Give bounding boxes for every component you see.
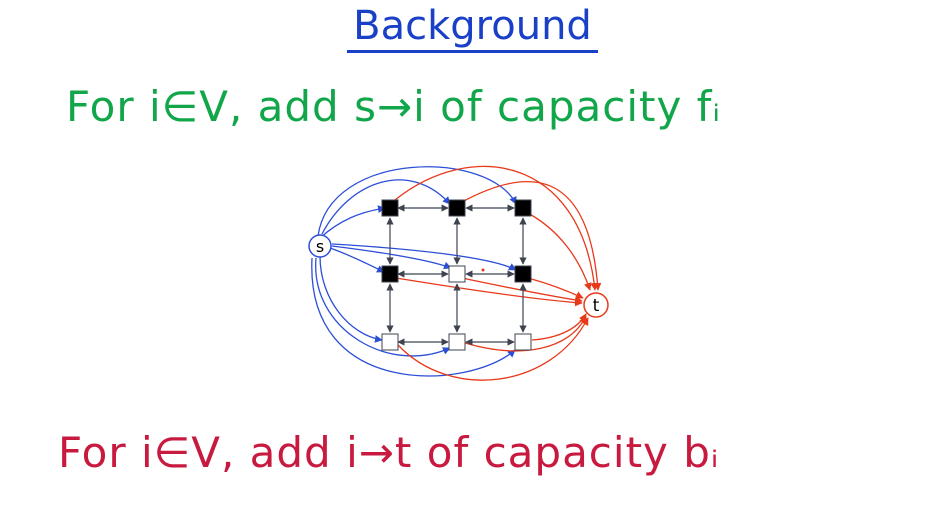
edge-node-2-to-t bbox=[461, 180, 602, 291]
edge-s-to-node-7 bbox=[319, 255, 383, 343]
node-6 bbox=[514, 265, 532, 283]
edge-s-to-node-4 bbox=[329, 247, 385, 273]
sink-node bbox=[583, 292, 609, 318]
sink-edges bbox=[394, 165, 602, 381]
edge-s-to-node-8 bbox=[315, 257, 451, 357]
edge-s-to-node-2 bbox=[321, 179, 451, 235]
source-edges bbox=[311, 166, 517, 377]
page-title: Background bbox=[0, 2, 945, 53]
source-edge-rule: For i∈V, add s→i of capacity fᵢ bbox=[66, 82, 721, 131]
node-9 bbox=[514, 333, 532, 351]
node-1 bbox=[381, 199, 399, 217]
node-2 bbox=[448, 199, 466, 217]
edge-node-3-to-t bbox=[525, 211, 592, 291]
source-label: s bbox=[316, 237, 324, 256]
edge-s-to-node-9 bbox=[311, 257, 516, 377]
sink-label: t bbox=[593, 296, 600, 316]
edge-node-4-to-t bbox=[395, 277, 583, 307]
node-3 bbox=[514, 199, 532, 217]
sink-edge-rule: For i∈V, add i→t of capacity bᵢ bbox=[58, 428, 720, 477]
edge-node-7-to-t bbox=[397, 317, 589, 381]
grid-edges bbox=[386, 204, 527, 346]
edge-node-8-to-t bbox=[461, 315, 587, 352]
edge-node-9-to-t bbox=[531, 313, 587, 341]
node-8 bbox=[448, 333, 466, 351]
edge-s-to-node-1 bbox=[319, 205, 386, 239]
node-7 bbox=[381, 333, 399, 351]
edge-node-1-to-t bbox=[394, 165, 599, 291]
page-title-text: Background bbox=[347, 2, 598, 53]
stray-dot bbox=[481, 268, 485, 272]
source-node bbox=[308, 234, 332, 258]
flow-network-diagram: s t bbox=[308, 165, 609, 381]
node-5 bbox=[448, 265, 466, 283]
edge-s-to-node-6 bbox=[331, 243, 517, 271]
edge-node-6-to-t bbox=[527, 277, 584, 299]
grid-nodes bbox=[381, 199, 532, 351]
node-4 bbox=[381, 265, 399, 283]
edge-s-to-node-5 bbox=[331, 245, 452, 270]
